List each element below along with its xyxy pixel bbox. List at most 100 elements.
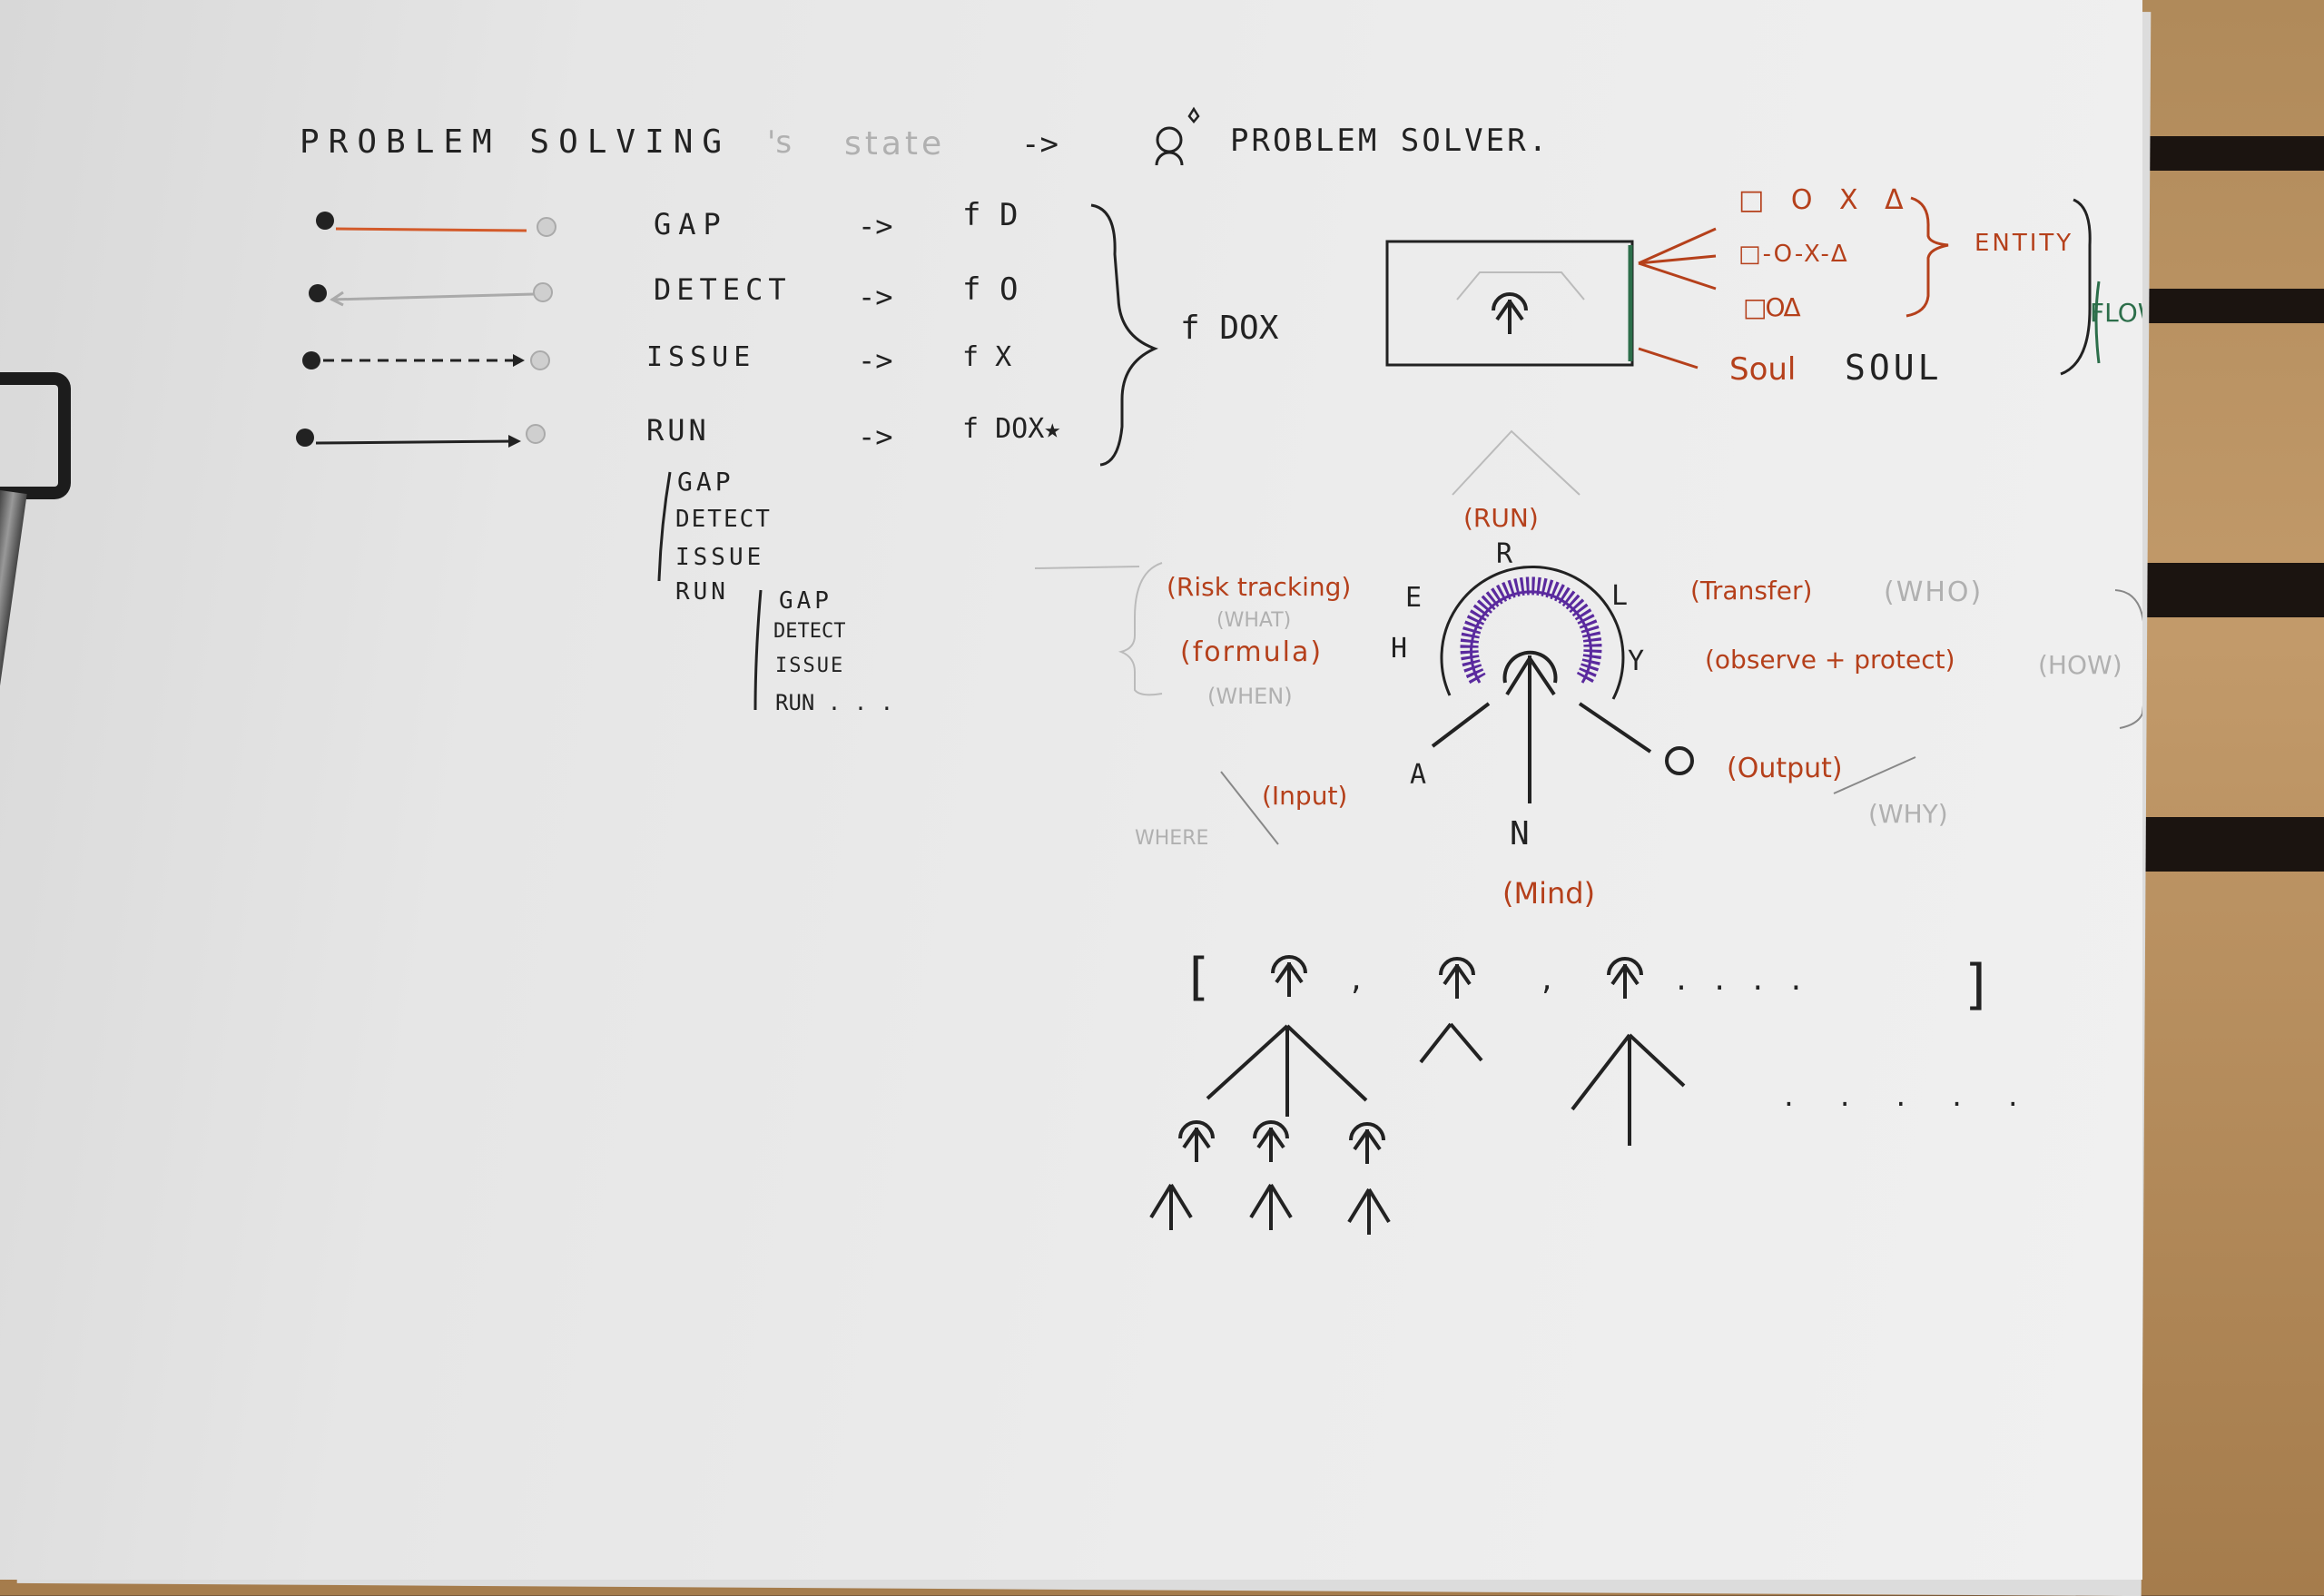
entity-link [1638, 254, 1717, 265]
entity-brace [1905, 196, 1949, 318]
header-possessive: 's [767, 124, 792, 161]
note-slash [1833, 756, 1916, 794]
row-issue-line [302, 350, 550, 370]
wheel-letter-y: Y [1628, 645, 1644, 677]
entity-link [1638, 227, 1717, 265]
soul-icon [1439, 957, 1475, 1000]
list-close-bracket: ] [1961, 953, 1994, 1017]
solver-icon [1155, 106, 1200, 166]
row-func-issue: f X [962, 341, 1011, 373]
note-input: (Input) [1262, 781, 1347, 811]
row-run-line [296, 424, 546, 448]
run-list-1-detect: DETECT [675, 506, 772, 533]
tree-branch [1206, 1024, 1368, 1117]
wheel-letter-a: A [1410, 759, 1426, 791]
clipboard-clip [0, 372, 71, 499]
combined-dox: f DOX [1180, 310, 1279, 347]
row-arrow-gap: -> [858, 209, 893, 243]
list-ellipsis: . . . . [1673, 965, 1807, 997]
header-title: PROBLEM SOLVING [300, 123, 731, 161]
row-func-gap: f D [962, 197, 1018, 233]
soul-link [1638, 347, 1699, 369]
run-list-2-gap: GAP [779, 587, 832, 615]
wheel-run-note: (RUN) [1463, 503, 1539, 533]
wheel-letter-h: H [1391, 633, 1407, 665]
arrow-up-icon [1419, 1022, 1483, 1064]
entity-label: ENTITY [1974, 230, 2073, 257]
row-arrow-issue: -> [858, 343, 893, 378]
row-func-run: f DOX★ [962, 413, 1060, 445]
row-arrow-detect: -> [858, 280, 893, 314]
row-detect-line [309, 282, 553, 307]
flow-brace [2060, 198, 2092, 376]
arrow-up-icon [1347, 1187, 1391, 1236]
flow-label: FLOW [2090, 298, 2142, 328]
wheel-roof [1452, 429, 1581, 496]
note-output: (Output) [1727, 753, 1843, 784]
wheel-letter-n: N [1510, 815, 1530, 852]
note-what: (WHAT) [1216, 609, 1291, 632]
run-list-2-run: RUN . . . [775, 690, 893, 715]
table-plank [2115, 563, 2324, 617]
run-list-1-issue: ISSUE [675, 544, 764, 571]
trailing-dots: . . . . . [1781, 1082, 2034, 1112]
solver-label: PROBLEM SOLVER. [1230, 123, 1550, 159]
soul-icon [1607, 957, 1643, 1000]
run-list-1-gap: GAP [677, 467, 734, 497]
run-list-2-issue: ISSUE [775, 655, 844, 677]
wheel-letter-l: L [1611, 580, 1628, 612]
note-why: (WHY) [1868, 799, 1948, 829]
run-list-2-detect: DETECT [773, 620, 845, 643]
row-func-detect: f O [962, 271, 1018, 308]
note-where: WHERE [1135, 827, 1208, 850]
row-label-detect: DETECT [654, 272, 792, 307]
left-notes-brace [1118, 562, 1163, 696]
entity-symbols-3: □OΔ [1743, 292, 1800, 322]
entity-symbols-1: □ O X Δ [1738, 184, 1913, 216]
wheel-letter-r: R [1496, 538, 1513, 570]
row-gap-line [316, 212, 556, 237]
entity-symbols-2: □-O-X-Δ [1738, 241, 1849, 268]
note-formula: (formula) [1180, 636, 1323, 668]
note-who: (WHO) [1884, 576, 1983, 608]
note-line [1034, 566, 1140, 569]
arrow-up-icon [1149, 1183, 1193, 1232]
arrow-up-icon [1249, 1183, 1293, 1232]
paper-sheet [0, 0, 2142, 1580]
entity-link [1638, 261, 1717, 291]
soul-big-label: SOUL [1845, 348, 1943, 388]
arrow-up-icon [1571, 1033, 1686, 1146]
note-how: (HOW) [2038, 650, 2122, 680]
wheel [1431, 565, 1694, 803]
diagram-canvas: PROBLEM SOLVING 's state -> PROBLEM SOLV… [296, 106, 2142, 1236]
flow-bar [2094, 281, 2101, 364]
soul-icon [1271, 955, 1307, 999]
row-arrow-run: -> [858, 419, 893, 454]
note-mind: (Mind) [1502, 876, 1595, 911]
row-label-gap: GAP [654, 207, 728, 241]
soul-icon [1178, 1120, 1215, 1164]
table-plank [2115, 817, 2324, 872]
note-when: (WHEN) [1207, 684, 1293, 709]
note-transfer: (Transfer) [1690, 576, 1812, 606]
list-separator: , [1539, 965, 1555, 997]
note-slash [1220, 771, 1279, 845]
run-list-2-bar [753, 589, 763, 711]
note-risk: (Risk tracking) [1167, 572, 1351, 602]
soul-small-label: Soul [1729, 351, 1796, 388]
table-plank [2115, 289, 2324, 323]
soul-icon [1253, 1120, 1289, 1164]
list-open-bracket: [ [1182, 948, 1213, 1007]
soul-frame [1385, 240, 1634, 367]
run-list-1-run: RUN [675, 578, 729, 606]
right-notes-brace [2114, 589, 2142, 729]
header-arrow: -> [1021, 126, 1059, 163]
header-state: state [844, 125, 945, 163]
run-list-1-bar [657, 471, 672, 582]
note-observe: (observe + protect) [1705, 645, 1955, 675]
row-label-run: RUN [646, 413, 710, 448]
list-separator: , [1348, 965, 1364, 997]
curly-brace [1090, 203, 1158, 467]
soul-icon [1349, 1122, 1385, 1166]
row-label-issue: ISSUE [646, 341, 755, 373]
